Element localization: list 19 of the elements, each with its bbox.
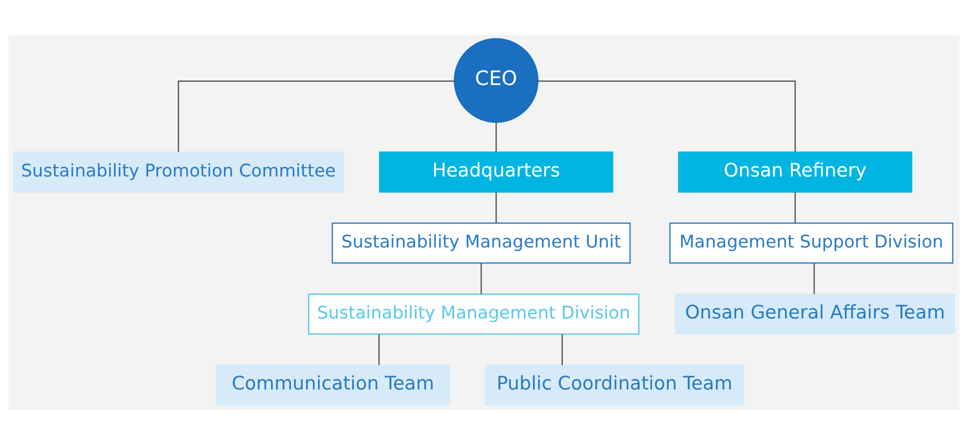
connector: [536, 80, 796, 152]
connector: [496, 192, 497, 224]
connector: [794, 192, 796, 224]
node-box: Management Support Division: [669, 222, 954, 264]
node-box: Sustainability Management Unit: [332, 222, 631, 264]
node-box: Sustainability Promotion Committee: [12, 151, 344, 193]
connector: [480, 263, 482, 294]
connector: [178, 80, 456, 152]
node-box: Headquarters: [379, 151, 614, 193]
node-box: Sustainability Management Division: [308, 294, 640, 335]
connector: [814, 263, 815, 294]
connector: [562, 334, 563, 366]
connector: [496, 121, 497, 152]
node-box: Communication Team: [216, 364, 450, 406]
node-box: Onsan Refinery: [678, 151, 912, 193]
node-box: Onsan General Affairs Team: [674, 294, 956, 335]
connector: [378, 334, 380, 366]
node-box: Public Coordination Team: [484, 364, 744, 406]
node-circle: CEO: [454, 38, 538, 123]
